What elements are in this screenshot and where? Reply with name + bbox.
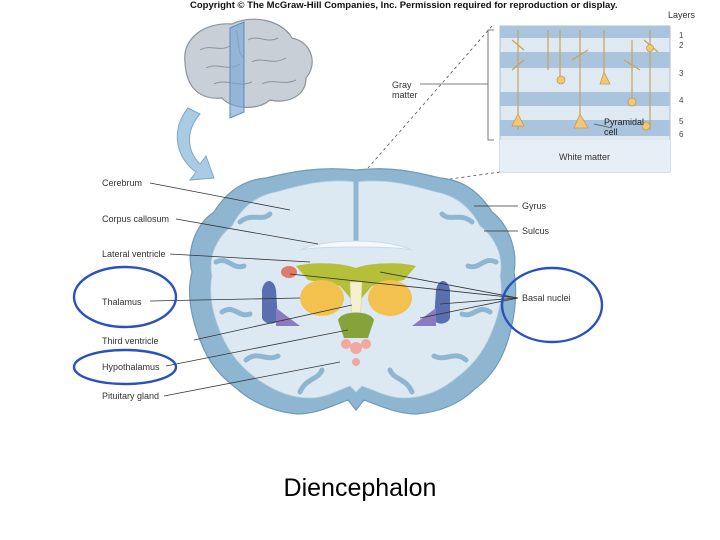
curved-arrow-icon bbox=[176, 107, 215, 181]
layers-title: Layers bbox=[668, 10, 696, 20]
cortex-layers-inset bbox=[499, 25, 671, 173]
gyrus-label: Gyrus bbox=[522, 201, 547, 211]
layer-number: 5 bbox=[679, 117, 684, 126]
layer-number: 6 bbox=[679, 130, 684, 139]
coronal-brain-section bbox=[189, 168, 517, 415]
diagram-caption: Diencephalon bbox=[283, 474, 437, 502]
gray-matter-label: Gray matter bbox=[392, 80, 418, 100]
thalamus-label: Thalamus bbox=[102, 297, 142, 307]
leader-lines bbox=[149, 182, 519, 397]
layer-number: 4 bbox=[679, 96, 684, 105]
layer-number: 2 bbox=[679, 41, 684, 50]
basal-nuclei-label: Basal nuclei bbox=[522, 293, 571, 303]
basal-nuclei-highlight-circle bbox=[500, 266, 604, 344]
pyramidal-cell-label: Pyramidal cell bbox=[604, 117, 645, 137]
hypothalamus-highlight-circle bbox=[72, 348, 178, 386]
layer-number: 3 bbox=[679, 69, 684, 78]
cerebrum-label: Cerebrum bbox=[102, 178, 143, 188]
layer-number: 1 bbox=[679, 31, 684, 40]
hypothalamus-label: Hypothalamus bbox=[102, 362, 160, 372]
white-matter-label: White matter bbox=[559, 152, 611, 162]
sulcus-label: Sulcus bbox=[522, 226, 550, 236]
lateral-ventricle-label: Lateral ventricle bbox=[102, 249, 166, 259]
small-brain-illustration bbox=[184, 18, 313, 119]
copyright-notice: Copyright © The McGraw-Hill Companies, I… bbox=[190, 0, 618, 11]
third-ventricle-label: Third ventricle bbox=[102, 336, 159, 346]
pituitary-gland-label: Pituitary gland bbox=[102, 391, 160, 401]
corpus-callosum-label: Corpus callosum bbox=[102, 214, 170, 224]
thalamus-highlight-circle bbox=[72, 265, 178, 329]
